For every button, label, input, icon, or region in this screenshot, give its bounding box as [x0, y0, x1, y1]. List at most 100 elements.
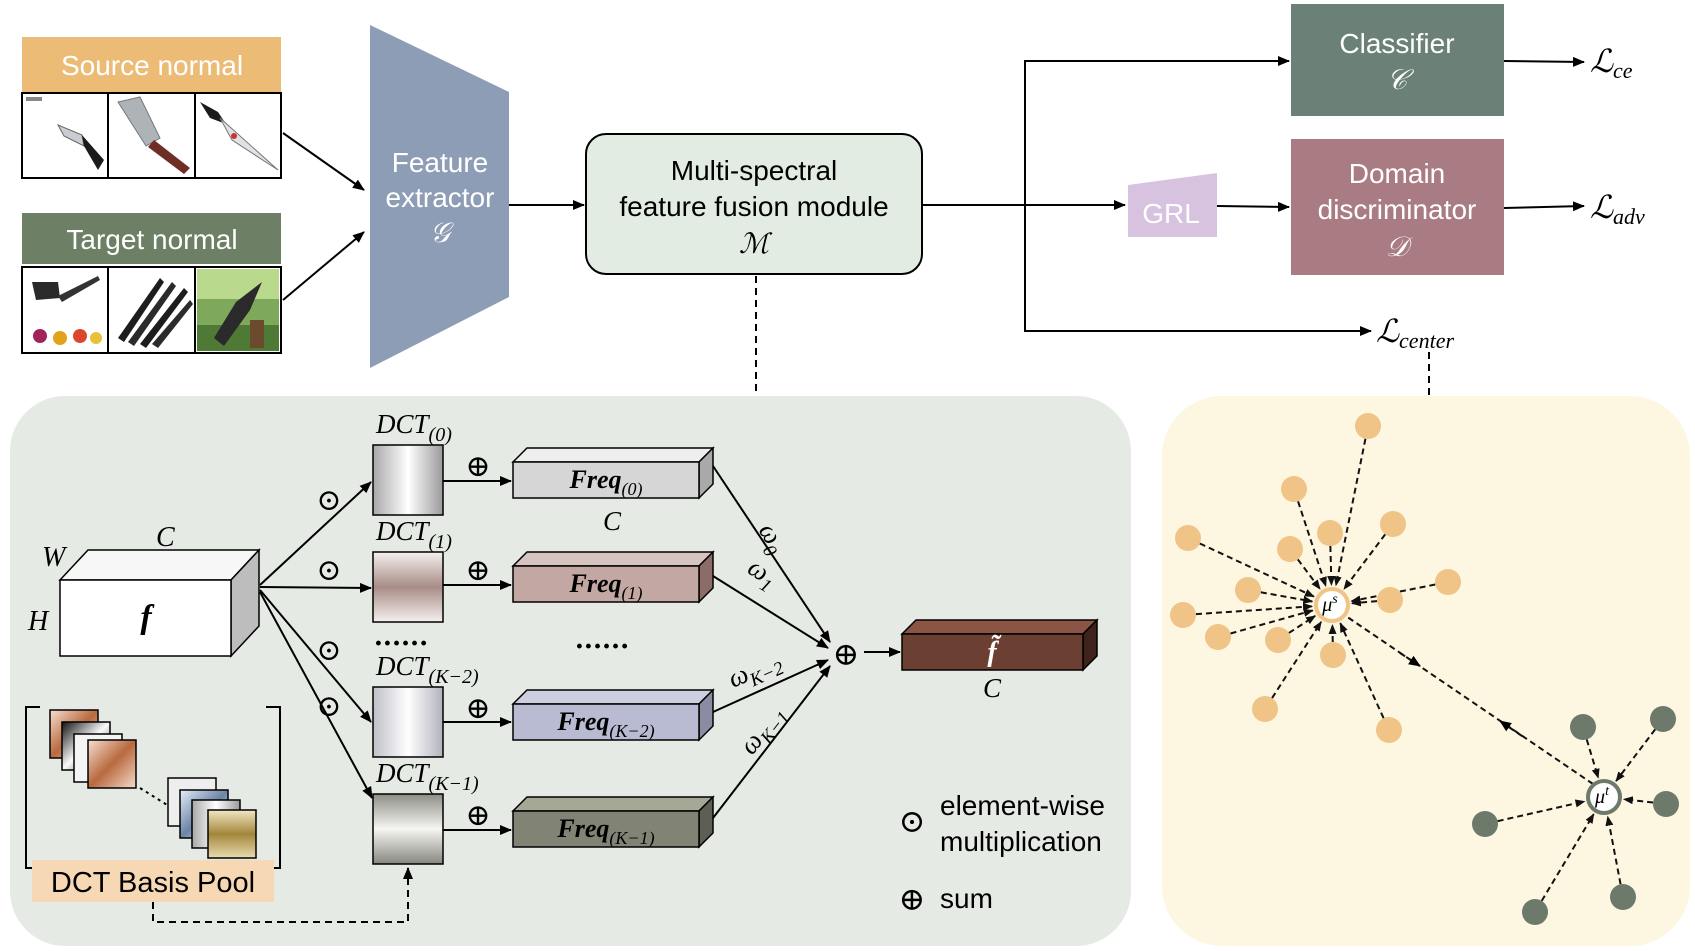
- discriminator-block: Domain discriminator 𝒟: [1291, 139, 1504, 275]
- source-sample-point: [1380, 511, 1406, 537]
- source-center: μs: [1314, 587, 1350, 623]
- source-pull-arrow: [1297, 558, 1321, 590]
- source-pull-arrow: [1327, 545, 1336, 587]
- feature-symbol: f: [140, 599, 155, 636]
- grl-to-discriminator-arrow: [1216, 201, 1290, 212]
- odot-operator-2: ⊙: [316, 633, 341, 668]
- target-pull-arrow: [1605, 815, 1622, 885]
- dct-ellipsis: ......: [374, 622, 428, 652]
- feature-extractor-shape: [370, 25, 509, 368]
- fusion-module-line2: feature fusion module: [619, 191, 888, 222]
- freq1-to-sum-arrow: [712, 575, 829, 649]
- grl-label: GRL: [1142, 198, 1200, 229]
- source-pull-arrow: [1230, 608, 1314, 635]
- source-sample-point: [1376, 717, 1402, 743]
- target-sample-point: [1570, 714, 1596, 740]
- center-to-center-line: [1339, 611, 1597, 787]
- target-pull-arrow: [1497, 799, 1586, 823]
- classifier-title: Classifier: [1339, 28, 1454, 59]
- odot-operator-1: ⊙: [316, 553, 341, 588]
- source-sample-point: [1320, 642, 1346, 668]
- svg-text:DCT(1): DCT(1): [375, 516, 452, 553]
- source-pull-arrow: [1339, 622, 1385, 719]
- oplus-operator-3: ⊕: [465, 798, 490, 833]
- knife-vegetables-image-icon: [32, 276, 102, 345]
- feature-cuboid: f W C H: [27, 522, 261, 658]
- source-sample-point: [1205, 624, 1231, 650]
- output-channel-label: C: [983, 673, 1002, 703]
- source-sample-point: [1435, 569, 1461, 595]
- target-pull-arrow: [1622, 796, 1654, 805]
- freq-block-k2: Freq(K−2): [511, 688, 715, 742]
- target-center: μt: [1586, 779, 1622, 815]
- classifier-box: [1291, 4, 1504, 116]
- odot-operator-3: ⊙: [316, 689, 341, 724]
- dct-basis-0: DCT(0): [372, 409, 452, 516]
- odot-operator-0: ⊙: [316, 483, 341, 518]
- source-sample-point: [1170, 602, 1196, 628]
- knife-image-icon: [26, 97, 104, 170]
- oplus-operator-2: ⊕: [465, 691, 490, 726]
- classifier-to-ce-arrow: [1503, 56, 1585, 67]
- target-image-strip: [21, 266, 282, 354]
- svg-text:Freq(K−2): Freq(K−2): [556, 707, 654, 742]
- legend-odot-line1: element-wise: [940, 790, 1105, 821]
- target-label-box: [22, 213, 281, 264]
- target-sample-point: [1522, 899, 1548, 925]
- source-sample-point: [1265, 627, 1291, 653]
- source-pull-arrow: [1260, 591, 1314, 604]
- target-sample-point: [1650, 706, 1676, 732]
- target-pull-arrow: [1585, 739, 1600, 779]
- source-pull-arrow: [1271, 620, 1323, 699]
- feature-to-dct2-arrow: [259, 589, 372, 723]
- freq-block-0: Freq(0): [511, 446, 715, 500]
- grl-block: GRL: [1128, 173, 1217, 237]
- freq-block-1: Freq(1): [511, 550, 715, 604]
- target-label: Target normal: [66, 224, 237, 255]
- freq3-to-sum-arrow: [712, 665, 831, 819]
- discriminator-to-adv-arrow: [1503, 201, 1585, 212]
- source-sample-point: [1175, 525, 1201, 551]
- freq-ellipsis: ......: [575, 625, 629, 655]
- fusion-to-classifier-arrow: [922, 56, 1290, 206]
- target-sample-point: [1610, 884, 1636, 910]
- basis-pool-label: DCT Basis Pool: [51, 867, 255, 899]
- chef-knife-image-icon: [200, 102, 279, 171]
- source-pull-arrow: [1199, 542, 1315, 598]
- sum-operator: ⊕: [833, 635, 860, 673]
- freq-channel-label: C: [603, 506, 622, 536]
- dct-basis-k2: DCT(K−2): [372, 651, 479, 758]
- feature-dim-w: W: [42, 542, 68, 573]
- target-sample-point: [1472, 811, 1498, 837]
- loss-ce: ℒce: [1590, 43, 1633, 83]
- oplus-operator-0: ⊕: [465, 449, 490, 484]
- operator-legend: ⊙ element-wise multiplication ⊕ sum: [899, 790, 1105, 918]
- classifier-block: Classifier 𝒞: [1291, 4, 1504, 116]
- legend-oplus-text: sum: [940, 883, 993, 914]
- svg-text:μt: μt: [1594, 784, 1610, 808]
- target-to-extractor-arrow: [282, 231, 365, 301]
- fusion-module-line1: Multi-spectral: [671, 155, 837, 186]
- dct-basis-pool: DCT Basis Pool: [25, 706, 281, 902]
- source-sample-point: [1277, 536, 1303, 562]
- source-pull-arrow: [1288, 615, 1317, 634]
- target-input-group: Target normal: [21, 213, 282, 354]
- svg-text:Freq(0): Freq(0): [569, 465, 643, 500]
- feature-dim-c: C: [156, 522, 175, 553]
- fusion-module: Multi-spectral feature fusion module ℳ: [585, 133, 923, 275]
- fusion-to-center-loss-arrow: [1024, 205, 1372, 336]
- svg-text:DCT(K−1): DCT(K−1): [375, 758, 479, 795]
- source-sample-point: [1317, 520, 1343, 546]
- discriminator-line1: Domain: [1349, 158, 1445, 189]
- oplus-operator-1: ⊕: [465, 553, 490, 588]
- source-label-box: [22, 37, 281, 92]
- legend-oplus-symbol: ⊕: [899, 880, 926, 918]
- source-pull-arrow: [1350, 598, 1378, 607]
- source-label: Source normal: [61, 50, 243, 81]
- basis-pool-to-dct-arrow: [152, 867, 413, 923]
- feature-extractor-line1: Feature: [392, 147, 489, 178]
- discriminator-line2: discriminator: [1318, 194, 1477, 225]
- feature-extractor: Feature extractor 𝒢: [370, 25, 509, 368]
- source-sample-point: [1355, 413, 1381, 439]
